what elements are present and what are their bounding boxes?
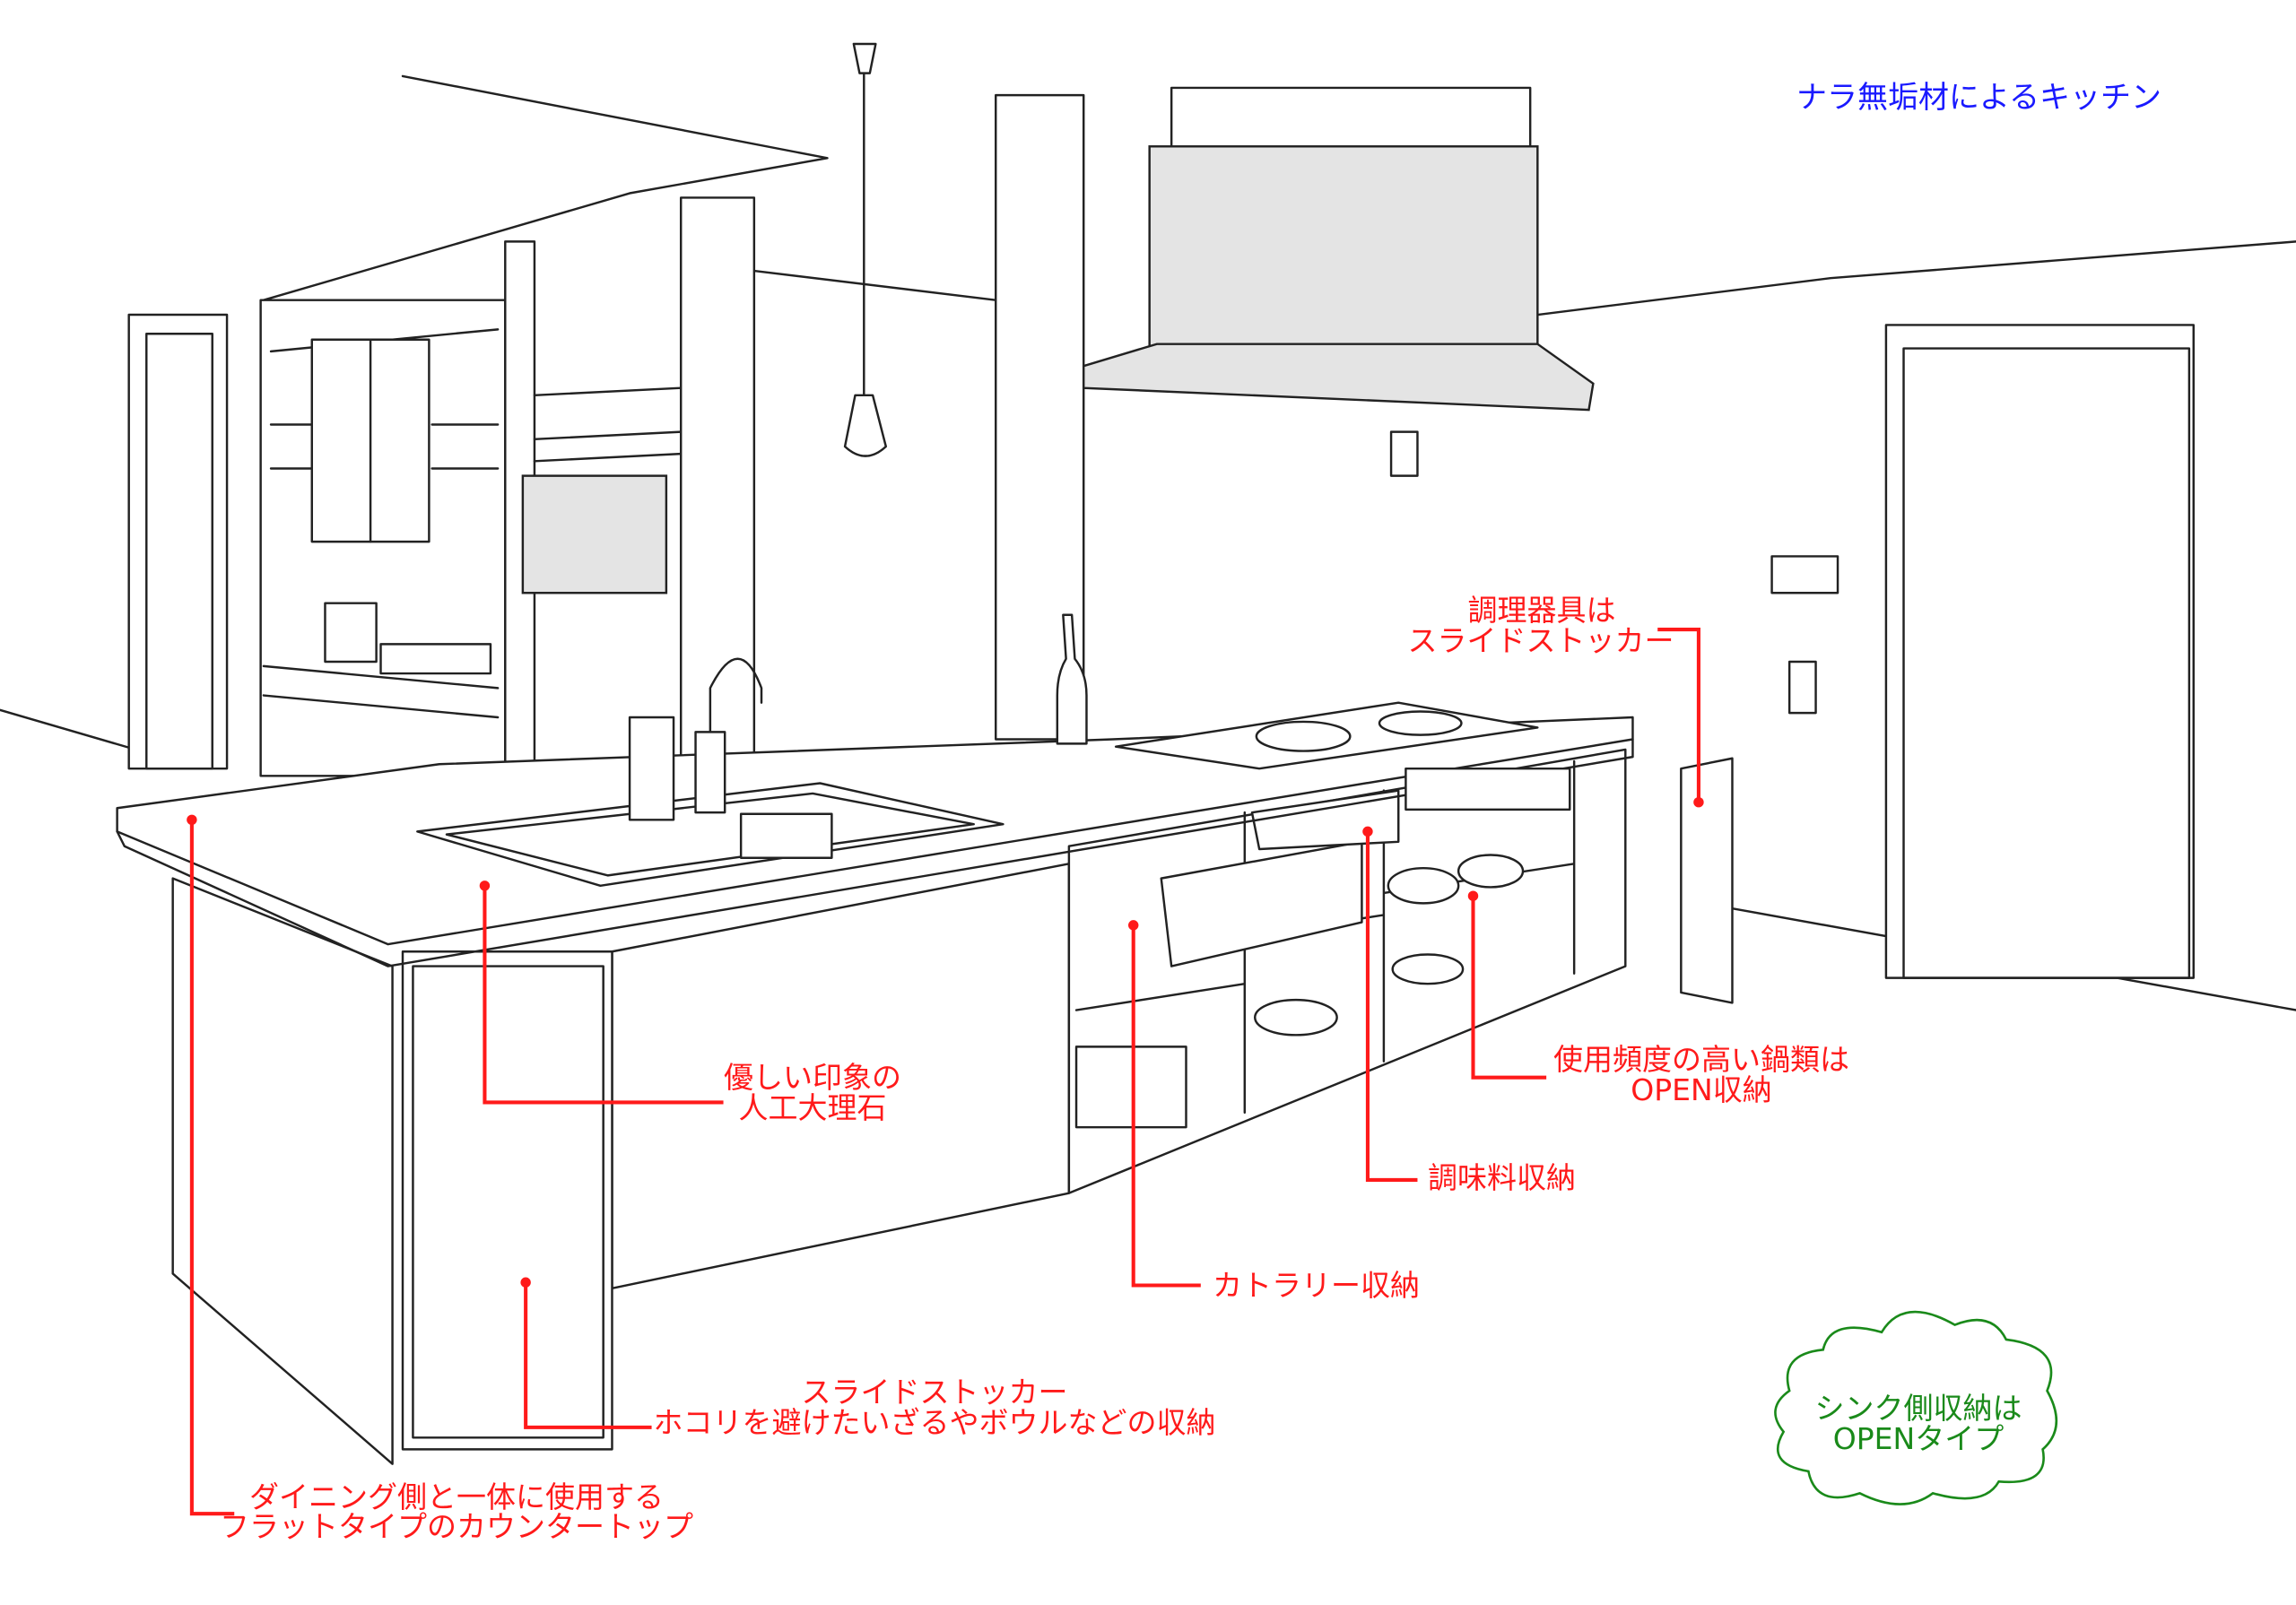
label-pots-2: OPEN収納 (1631, 1072, 1772, 1107)
cutlery-drawer (1160, 840, 1363, 967)
range-hood (1082, 86, 1595, 477)
pendant-lamp (843, 42, 888, 457)
annotation-leaders (187, 628, 1704, 1516)
label-countertop-2: フラットタイプのカウンタートップ (220, 1509, 693, 1544)
drawing-title: ナラ無垢材によるキッチン (1796, 80, 2161, 116)
right-doorway (1884, 324, 2196, 979)
label-cutlery: カトラリー収納 (1213, 1268, 1420, 1303)
label-marble-2: 人工大理石 (738, 1090, 887, 1125)
cooktop (1114, 701, 1539, 770)
sink (416, 782, 1004, 888)
label-utensils-2: スライドストッカー (1407, 623, 1674, 658)
front-cabinet (401, 950, 613, 1451)
end-panel (171, 877, 394, 1465)
kitchen-island (116, 613, 1734, 1465)
wall-controller (1770, 555, 1839, 594)
label-utensils-1: 調理器具は (1467, 593, 1616, 628)
wall-switch (1787, 660, 1817, 715)
wall-tv (521, 474, 668, 594)
label-pots-1: 使用頻度の高い鍋類は (1553, 1042, 1849, 1077)
slide-stocker-panel (1680, 757, 1734, 1004)
left-doorway (127, 313, 229, 770)
label-seasoning: 調味料収納 (1428, 1160, 1576, 1195)
bottle (1056, 613, 1088, 745)
cloud-note-2: OPENタイプ (1832, 1421, 2005, 1456)
label-stocker-2: ホコリを避けたいざるやボウルなどの収納 (653, 1405, 1216, 1440)
label-marble-1: 優しい印象の (724, 1060, 901, 1095)
label-countertop-1: ダイニング側と一体に使用する (249, 1479, 664, 1514)
label-stocker-1: スライドストッカー (801, 1375, 1068, 1410)
cloud-shape (1774, 1310, 2058, 1505)
cloud-note-1: シンク側収納は (1814, 1391, 2022, 1426)
